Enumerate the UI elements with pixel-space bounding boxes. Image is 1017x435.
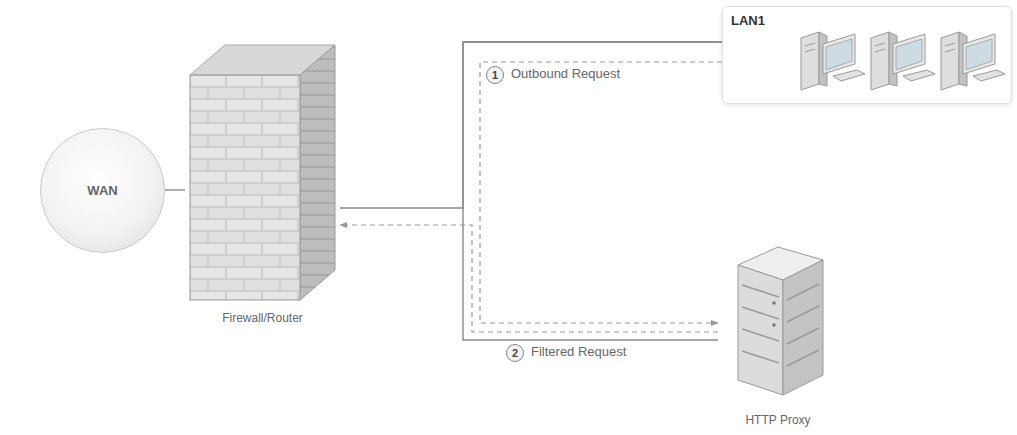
- edge-label: Outbound Request: [508, 66, 623, 81]
- server-icon: [728, 245, 828, 405]
- proxy-server: HTTP Proxy: [718, 245, 838, 427]
- traffic-arrow: [340, 225, 718, 332]
- network-link: [340, 42, 722, 208]
- callout-number: 2: [506, 344, 524, 362]
- network-link: [165, 189, 185, 190]
- lan-group: LAN1: [722, 6, 1012, 104]
- network-link: [463, 42, 722, 340]
- callout-number: 1: [486, 66, 504, 84]
- icon-caption: HTTP Proxy: [743, 413, 812, 427]
- firewall-icon: [185, 35, 340, 305]
- node-label: WAN: [87, 183, 117, 198]
- edge-label: Filtered Request: [528, 344, 629, 359]
- network-cloud: WAN: [40, 128, 165, 253]
- icon-caption: Firewall/Router: [220, 311, 305, 325]
- computer-icons: [795, 22, 1010, 97]
- firewall-router: Firewall/Router: [185, 35, 340, 325]
- node-label: LAN1: [731, 13, 1003, 28]
- traffic-arrow: [480, 62, 722, 323]
